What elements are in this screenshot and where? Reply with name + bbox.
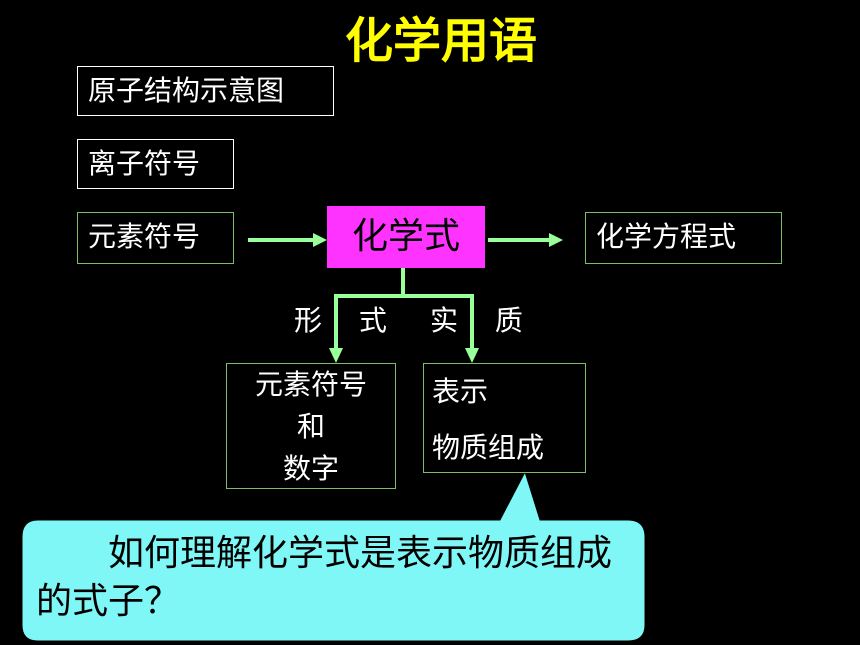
essence-box: 表示 物质组成 [423, 363, 586, 473]
box-label: 离子符号 [88, 147, 201, 180]
essence-line: 表示 [432, 375, 489, 408]
branch-connector [329, 268, 479, 363]
chemical-formula-box: 化学式 [327, 206, 485, 268]
form-label: 形 式 [294, 304, 401, 337]
atomic-structure-diagram-box: 原子结构示意图 [77, 66, 334, 116]
ion-symbol-box: 离子符号 [77, 139, 234, 189]
essence-label: 实 质 [430, 304, 537, 337]
form-line: 数字 [282, 452, 339, 485]
page-title: 化学用语 [345, 13, 538, 69]
element-symbol-box: 元素符号 [77, 212, 234, 264]
box-label: 原子结构示意图 [88, 74, 285, 107]
callout-question: 如何理解化学式是表示物质组成的式子？ [36, 533, 613, 622]
box-label: 化学方程式 [596, 220, 737, 253]
form-box: 元素符号 和 数字 [226, 363, 396, 489]
chemical-equation-box: 化学方程式 [585, 212, 782, 264]
arrow-element-to-formula [248, 233, 327, 247]
callout-bubble [21, 470, 646, 642]
form-line: 和 [296, 410, 325, 443]
essence-line: 物质组成 [432, 431, 545, 464]
form-line: 元素符号 [254, 368, 367, 401]
arrow-formula-to-equation [488, 233, 563, 247]
box-label: 元素符号 [88, 220, 201, 253]
